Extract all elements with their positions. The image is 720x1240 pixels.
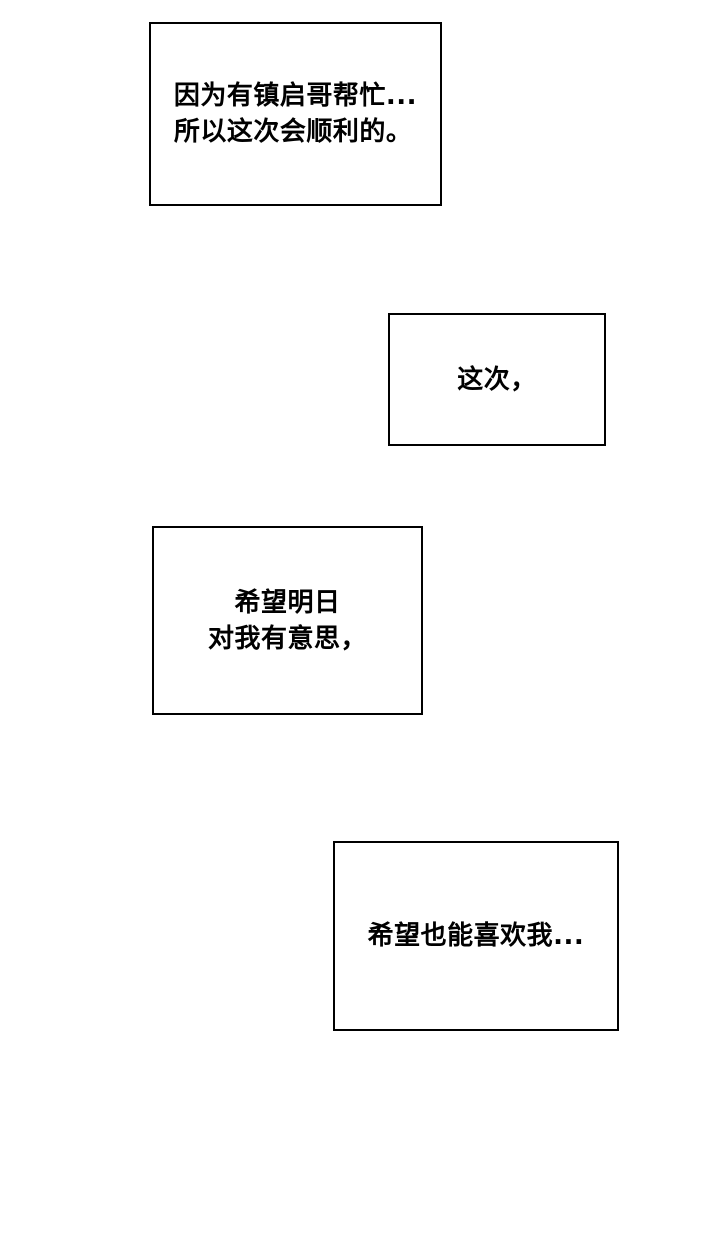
- caption-text-1: 因为有镇启哥帮忙... 所以这次会顺利的。: [174, 78, 417, 150]
- caption-4-line-1: 希望也能喜欢我...: [367, 921, 585, 951]
- caption-text-3: 希望明日 对我有意思，: [208, 585, 367, 657]
- caption-1-line-1: 因为有镇启哥帮忙...: [173, 81, 418, 111]
- caption-box-4: 希望也能喜欢我...: [333, 841, 619, 1031]
- caption-text-2: 这次，: [457, 362, 537, 398]
- caption-2-line-1: 这次，: [457, 364, 537, 395]
- caption-box-1: 因为有镇启哥帮忙... 所以这次会顺利的。: [149, 22, 442, 206]
- caption-text-4: 希望也能喜欢我...: [368, 918, 585, 954]
- caption-3-line-2: 对我有意思，: [207, 623, 367, 654]
- caption-3-line-1: 希望明日: [234, 587, 341, 618]
- caption-1-line-2: 所以这次会顺利的。: [173, 117, 413, 147]
- caption-box-2: 这次，: [388, 313, 606, 446]
- caption-box-3: 希望明日 对我有意思，: [152, 526, 423, 715]
